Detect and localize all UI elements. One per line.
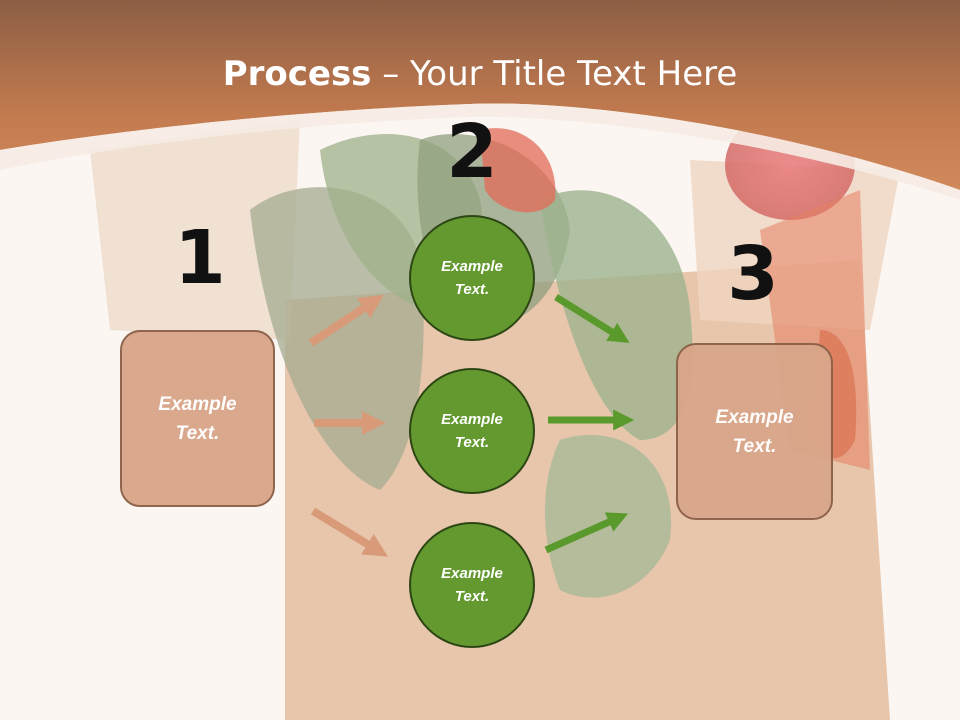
step-2-circle-bottom[interactable]: Example Text. [409,522,535,648]
step-2-circle-top[interactable]: Example Text. [409,215,535,341]
step-number-2: 2 [446,109,498,195]
step-number-3: 3 [727,231,779,317]
arrow-to-circle-top [308,294,384,347]
arrow-to-circle-bottom [310,507,388,557]
step-1-box[interactable]: Example Text. [120,330,275,507]
title-bold-text: Process [222,54,372,94]
step-2-circle-middle[interactable]: Example Text. [409,368,535,494]
slide-title[interactable]: Process – Your Title Text Here [0,52,960,96]
step-3-box[interactable]: Example Text. [676,343,833,520]
title-rest-text: – Your Title Text Here [371,54,738,94]
arrow-from-circle-top [554,294,630,343]
step-number-1: 1 [174,215,226,301]
arrow-from-circle-bottom [544,512,629,554]
